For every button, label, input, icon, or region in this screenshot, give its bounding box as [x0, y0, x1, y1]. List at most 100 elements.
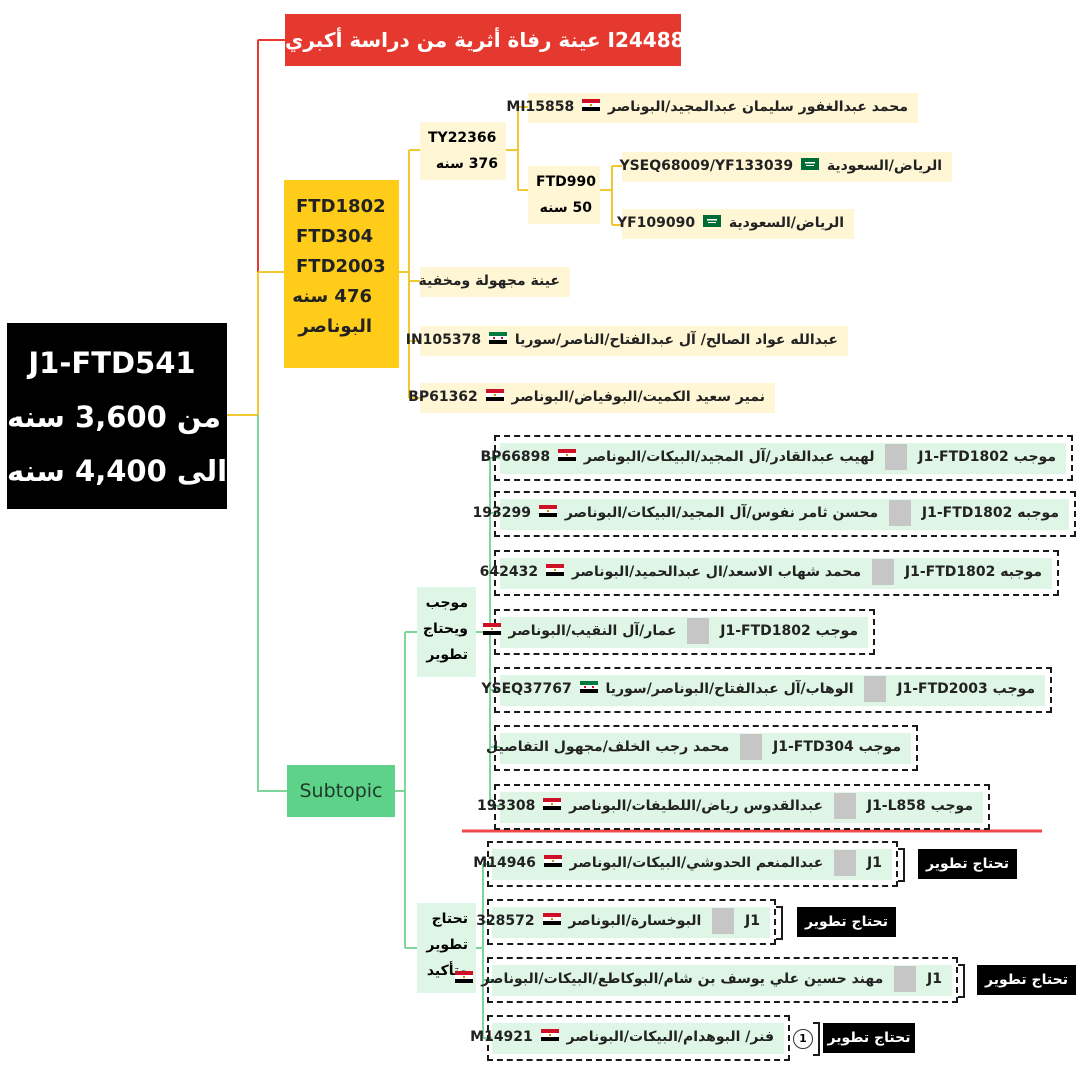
positive-row[interactable]: موجب J1-FTD1802 لهيب عبدالقادر/آل المجيد… [481, 443, 1066, 474]
positive-group-node[interactable]: موجب ويحتاج تطوير [417, 587, 476, 677]
row-text: الوهاب/آل عبدالفتاح/البوناصر/سوريا [605, 681, 854, 697]
row-haplogroup: J1 [867, 855, 882, 871]
egypt-flag-icon [542, 907, 561, 935]
yf109090-node[interactable]: الرياض/السعودية YF109090 [617, 209, 854, 239]
gold-line-2: FTD304 [296, 226, 374, 247]
positive-row-box [494, 550, 1059, 596]
in105378-text: عبدالله عواد الصالح/ آل عبدالفتاح/الناصر… [514, 332, 838, 348]
saudi-flag-icon [800, 152, 819, 180]
develop-row[interactable]: J1 عبدالمنعم الحدوشي/البيكات/البوناصر M1… [473, 849, 892, 880]
row-code: 193308 [476, 798, 536, 814]
needs-development-badge: تحتاج تطوير [797, 907, 896, 937]
ty22366-node[interactable]: TY22366 376 سنه [420, 122, 506, 180]
unknown-sample-node[interactable]: عينة مجهولة ومخفية [418, 267, 570, 297]
row-text: لهيب عبدالقادر/آل المجيد/البيكات/البوناص… [583, 449, 875, 465]
row-haplogroup: J1-FTD1802 [720, 623, 811, 639]
row-spacer [894, 966, 917, 992]
row-haplogroup: J1 [927, 971, 942, 987]
gold-line-1: FTD1802 [296, 196, 386, 217]
yseq68009-code: YSEQ68009/YF133039 [619, 158, 794, 174]
egypt-flag-icon [545, 558, 564, 586]
row-spacer [864, 676, 887, 702]
row-text: عبدالمنعم الحدوشي/البيكات/البوناصر [569, 855, 824, 871]
row-haplogroup: J1-FTD304 [773, 739, 854, 755]
row-spacer [712, 908, 735, 934]
row-text: محمد رجب الخلف/مجهول التفاصيل [486, 739, 730, 755]
row-status: موجبه [1017, 505, 1059, 521]
ancient-sample-node[interactable]: عينة رفاة أثرية من دراسة أكبري I24488.AG [285, 14, 724, 66]
positive-row-box [494, 667, 1052, 713]
row-code: M14921 [470, 1029, 533, 1045]
row-code: 328572 [476, 913, 535, 929]
row-text: عبدالقدوس رياض/اللطيفات/البوناصر [569, 798, 824, 814]
row-code: 193299 [472, 505, 531, 521]
row-status: موجبه [1000, 564, 1042, 580]
mi15858-code: MI15858 [506, 99, 575, 115]
row-haplogroup: J1-FTD1802 [904, 564, 996, 580]
egypt-flag-icon [482, 617, 501, 645]
ftd1802-node[interactable]: FTD1802 FTD304 FTD2003 476 سنه البوناصر [284, 180, 399, 368]
row-status: موجب [815, 623, 858, 639]
positive-row[interactable]: موجبه J1-FTD1802 محمد شهاب الاسعد/ال عبد… [480, 558, 1052, 589]
syria-flag-icon [579, 675, 598, 703]
develop-row[interactable]: فنر/ البوهدام/البيكات/البوناصر M14921 [470, 1023, 784, 1054]
bp61362-node[interactable]: نمير سعيد الكميت/البوفياض/البوناصر BP613… [408, 383, 775, 413]
badge-bracket [776, 906, 783, 940]
egypt-flag-icon [455, 965, 474, 993]
needs-development-badge: تحتاج تطوير [918, 849, 1017, 879]
in105378-node[interactable]: عبدالله عواد الصالح/ آل عبدالفتاح/الناصر… [406, 326, 848, 356]
root-line-1: J1-FTD541 [28, 346, 196, 380]
positive-row[interactable]: موجب J1-L858 عبدالقدوس رياض/اللطيفات/الب… [477, 792, 983, 823]
row-haplogroup: J1-FTD1802 [918, 449, 1009, 465]
yf109090-text: الرياض/السعودية [728, 215, 844, 231]
row-spacer [885, 444, 908, 470]
count-circle: 1 [793, 1029, 813, 1049]
mi15858-node[interactable]: محمد عبدالغفور سليمان عبدالمجيد/البوناصر… [506, 93, 918, 123]
row-status: موجب [858, 739, 901, 755]
positive-row[interactable]: موجب J1-FTD1802 عمار/آل النقيب/البوناصر [482, 617, 868, 648]
subtopic-node[interactable]: Subtopic [287, 765, 395, 817]
row-text: محسن ثامر نفوس/آل المجيد/البيكات/البوناص… [564, 505, 879, 521]
row-spacer [687, 618, 710, 644]
row-text: عمار/آل النقيب/البوناصر [508, 623, 677, 639]
positive-line-2: ويحتاج [422, 621, 468, 637]
gold-line-3: FTD2003 [296, 256, 386, 277]
positive-line-3: تطوير [426, 647, 468, 663]
row-code: M14946 [473, 855, 536, 871]
ftd990-node[interactable]: FTD990 50 سنه [528, 166, 600, 224]
develop-row[interactable]: J1 البوخسارة/البوناصر 328572 [476, 907, 770, 938]
develop-row-box [487, 1015, 790, 1061]
positive-row[interactable]: موجب J1-FTD304 محمد رجب الخلف/مجهول التف… [486, 733, 911, 764]
row-haplogroup: J1 [745, 913, 760, 929]
syria-flag-icon [488, 326, 507, 354]
row-code: 642432 [479, 564, 539, 580]
positive-row[interactable]: موجب J1-FTD2003 الوهاب/آل عبدالفتاح/البو… [481, 675, 1045, 706]
egypt-flag-icon [485, 383, 504, 411]
root-node[interactable]: J1-FTD541 من 3,600 سنه الى 4,400 سنه [7, 323, 227, 509]
positive-line-1: موجب [425, 595, 468, 611]
row-text: البوخسارة/البوناصر [568, 913, 702, 929]
needs-development-badge: تحتاج تطوير [823, 1023, 915, 1053]
row-text: محمد شهاب الاسعد/ال عبدالحميد/البوناصر [571, 564, 862, 580]
develop-line-2: تطوير [426, 937, 468, 953]
badge-bracket [958, 964, 965, 998]
root-line-2: من 3,600 سنه [7, 400, 221, 434]
ty-line-1: TY22366 [428, 130, 497, 146]
row-text: مهند حسين علي يوسف بن شام/البوكاطع/البيك… [481, 971, 884, 987]
row-spacer [872, 559, 895, 585]
develop-line-1: تحتاج [431, 911, 468, 927]
develop-row-box [487, 899, 776, 945]
positive-row-box [494, 784, 990, 830]
row-spacer [889, 500, 912, 526]
unknown-sample-text: عينة مجهولة ومخفية [418, 273, 561, 289]
row-text: فنر/ البوهدام/البيكات/البوناصر [566, 1029, 774, 1045]
row-haplogroup: J1-FTD2003 [897, 681, 988, 697]
develop-row[interactable]: J1 مهند حسين علي يوسف بن شام/البوكاطع/ال… [455, 965, 952, 996]
badge-bracket [898, 848, 905, 882]
develop-row-box [487, 841, 898, 887]
row-spacer [834, 850, 857, 876]
egypt-flag-icon [558, 443, 577, 471]
yseq68009-node[interactable]: الرياض/السعودية YSEQ68009/YF133039 [619, 152, 952, 182]
row-status: موجب [1013, 449, 1056, 465]
positive-row[interactable]: موجبه J1-FTD1802 محسن ثامر نفوس/آل المجي… [473, 499, 1069, 530]
